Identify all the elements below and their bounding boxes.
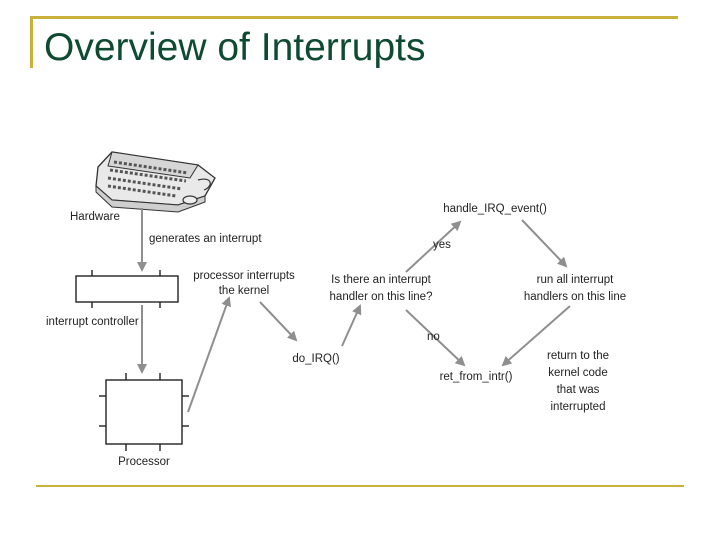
arrow-handle-irq-to-run-all <box>521 219 568 268</box>
keyboard-icon <box>95 151 216 213</box>
handle-irq-event-label: handle_IRQ_event() <box>443 203 547 215</box>
slide-title: Overview of Interrupts <box>44 26 426 69</box>
return-label-line3: that was <box>557 384 600 396</box>
arrow-do-irq-to-question <box>341 304 362 347</box>
no-label: no <box>427 331 440 343</box>
ret-from-intr-label: ret_from_intr() <box>440 371 513 383</box>
interrupt-controller-label: interrupt controller <box>46 316 139 328</box>
processor-interrupts-label-line1: processor interrupts <box>193 270 295 282</box>
return-label-line1: return to the <box>547 350 609 362</box>
processor-label: Processor <box>118 456 170 468</box>
arrow-yes-to-handle-irq <box>405 220 462 273</box>
run-all-label-line2: handlers on this line <box>524 291 626 303</box>
question-label-line2: handler on this line? <box>330 291 433 303</box>
processor-interrupts-label-line2: the kernel <box>219 285 270 297</box>
arrow-processor-to-kernel <box>187 296 231 413</box>
hardware-label: Hardware <box>70 211 120 223</box>
arrow-to-do-irq <box>259 301 298 342</box>
question-label-line1: Is there an interrupt <box>331 274 432 286</box>
interrupt-controller-box <box>75 270 179 308</box>
run-all-label-line1: run all interrupt <box>537 274 615 286</box>
yes-label: yes <box>433 239 451 251</box>
left-border-line <box>30 16 33 68</box>
processor-chip <box>99 373 189 451</box>
arrow-no-to-ret-from-intr <box>405 309 466 367</box>
top-border-line <box>30 16 678 19</box>
do-irq-label: do_IRQ() <box>292 353 339 365</box>
return-label-line4: interrupted <box>551 401 606 413</box>
bottom-border-line <box>36 485 684 487</box>
arrow-run-all-to-ret-from-intr <box>501 305 571 367</box>
generates-interrupt-label: generates an interrupt <box>149 233 262 245</box>
return-label-line2: kernel code <box>548 367 607 379</box>
